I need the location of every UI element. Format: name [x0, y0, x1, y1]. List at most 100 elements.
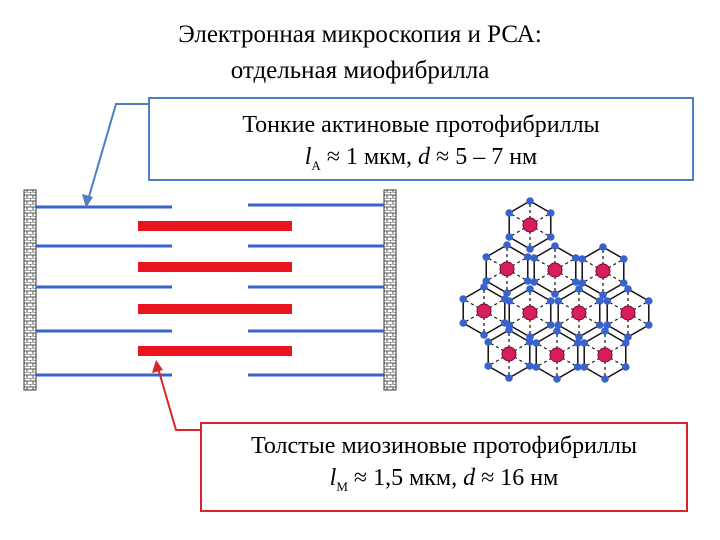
lattice-edge	[487, 329, 510, 343]
thin-filament-node	[580, 339, 589, 347]
lattice-spoke	[602, 270, 625, 284]
diameter-symbol: d	[463, 465, 476, 491]
thin-filament-node	[480, 331, 488, 339]
thin-filament-node	[553, 327, 561, 335]
thin-filament-node	[603, 297, 612, 305]
lattice-spoke	[533, 269, 556, 283]
thin-filament-node	[554, 321, 563, 329]
lattice-edge	[578, 288, 601, 302]
thin-filament-node	[523, 253, 532, 261]
lattice-spoke	[557, 312, 580, 326]
lattice-edge	[583, 366, 606, 380]
thick-filament	[138, 221, 292, 231]
thin-filament-label-box: Тонкие актиновые протофибриллы lA ≈ 1 мк…	[148, 97, 694, 181]
lattice-edge	[554, 245, 577, 259]
thin-filament-node	[546, 209, 555, 217]
lattice-spoke	[606, 312, 629, 326]
lattice-edge	[602, 282, 625, 296]
thin-filament-node	[571, 254, 580, 262]
lattice-spoke	[506, 256, 529, 270]
length-subscript: M	[336, 478, 348, 494]
lattice-spoke	[506, 268, 529, 282]
thin-filament-node	[601, 327, 609, 335]
lattice-spoke	[556, 342, 579, 356]
lattice-spoke	[627, 312, 650, 326]
lattice-edge	[506, 280, 529, 294]
thin-filament-node	[599, 243, 607, 251]
thick-filament-node	[549, 347, 565, 363]
lattice-edge	[606, 324, 629, 338]
thin-filament-node	[523, 277, 532, 285]
lattice-spoke	[485, 256, 508, 270]
thick-filament-node	[499, 261, 515, 277]
lattice-edge	[508, 329, 531, 343]
lattice-edge	[483, 286, 506, 300]
thin-filament-node	[619, 255, 628, 263]
thin-filament-node	[503, 289, 511, 297]
thin-filament-node	[532, 339, 541, 347]
lattice-edge	[627, 324, 650, 338]
thick-filament-label-box: Толстые миозиновые протофибриллы lM ≈ 1,…	[200, 422, 688, 512]
thin-filament-node	[526, 197, 534, 205]
thin-filament-node	[573, 363, 582, 371]
thick-filament-node	[595, 263, 611, 279]
thin-filament-node	[505, 233, 514, 241]
lattice-spoke	[508, 312, 531, 326]
lattice-spoke	[581, 258, 604, 272]
lattice-edge	[583, 330, 606, 344]
lattice-edge	[508, 365, 531, 379]
lattice-edge	[557, 288, 580, 302]
lattice-edge	[556, 330, 579, 344]
thin-filament-node	[526, 285, 534, 293]
thin-filament-node	[459, 295, 468, 303]
length-value: ≈ 1,5 мкм,	[347, 465, 464, 491]
thin-filament-node	[621, 363, 630, 371]
thin-filament-node	[546, 321, 555, 329]
thin-filament-node	[619, 279, 628, 287]
thin-filament-node	[480, 283, 488, 291]
lattice-spoke	[529, 224, 552, 238]
thin-filament-node	[546, 297, 555, 305]
thin-filament-node	[601, 375, 609, 383]
thin-filament-node	[530, 278, 539, 286]
thin-filaments-left	[36, 205, 172, 377]
lattice-edge	[529, 236, 552, 250]
thin-filament-node	[526, 245, 534, 253]
thin-filament-node	[575, 285, 583, 293]
thin-filament-node	[505, 209, 514, 217]
thin-filament-title: Тонкие актиновые протофибриллы	[242, 112, 600, 138]
lattice-edge	[508, 236, 531, 250]
lattice-edge	[529, 288, 552, 302]
lattice-spoke	[556, 354, 579, 368]
thick-filament-title: Толстые миозиновые протофибриллы	[251, 433, 637, 459]
diameter-value: ≈ 5 – 7 нм	[430, 144, 538, 170]
thin-filament-node	[644, 321, 653, 329]
thin-filament-node	[553, 375, 561, 383]
lattice-spoke	[533, 257, 556, 271]
lattice-spoke	[487, 341, 510, 355]
lattice-spoke	[508, 353, 531, 367]
thin-filament-node	[505, 374, 513, 382]
thin-pointer-arrow	[87, 103, 148, 201]
thick-filament-node	[547, 262, 563, 278]
thin-filament-node	[571, 278, 580, 286]
thick-filament	[138, 346, 292, 356]
lattice-spoke	[602, 258, 625, 272]
lattice-edge	[485, 244, 508, 258]
thin-filament-node	[525, 338, 534, 346]
lattice-edge	[581, 282, 604, 296]
lattice-spoke	[483, 298, 506, 312]
length-value: ≈ 1 мкм,	[320, 144, 419, 170]
lattice-edge	[554, 281, 577, 295]
lattice-spoke	[462, 310, 485, 324]
thick-filament-node	[476, 303, 492, 319]
lattice-edge	[581, 246, 604, 260]
lattice-spoke	[554, 269, 577, 283]
thin-filament-node	[484, 338, 493, 346]
lattice-edge	[533, 245, 556, 259]
thin-filament-node	[578, 279, 587, 287]
thin-filament-node	[573, 339, 582, 347]
thick-filament-params: lM ≈ 1,5 мкм, d ≈ 16 нм	[202, 462, 686, 503]
thin-filament-node	[551, 242, 559, 250]
thin-pointer-arrowhead	[82, 194, 93, 208]
